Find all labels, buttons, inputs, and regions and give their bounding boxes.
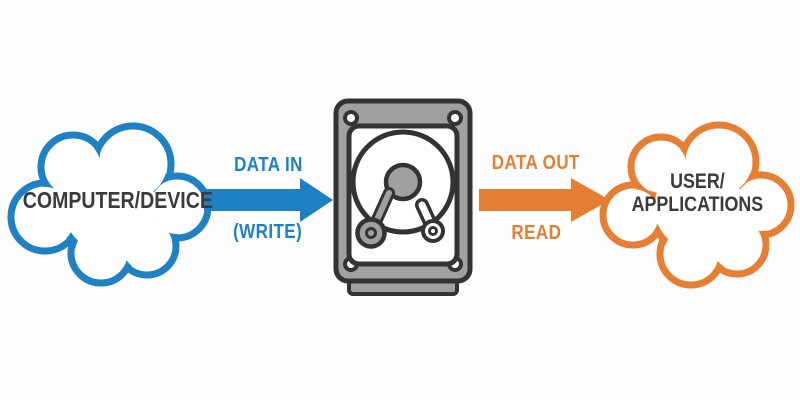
data-out-label-text: DATA OUT <box>491 151 581 174</box>
hdd-actuator-left <box>355 187 395 249</box>
user-label-line2: APPLICATIONS <box>631 193 763 216</box>
user-applications-cloud-icon <box>599 121 795 289</box>
hdd-actuator-right <box>415 198 445 243</box>
user-applications-label-text: USER/ APPLICATIONS <box>631 170 763 216</box>
user-label-line1: USER/ <box>669 170 725 193</box>
write-label: (WRITE) <box>218 221 318 243</box>
hdd-spindle <box>383 162 423 202</box>
write-arrow-icon <box>204 178 333 222</box>
read-arrow-icon <box>479 178 610 222</box>
write-label-text: (WRITE) <box>233 220 303 243</box>
data-out-label: DATA OUT <box>486 152 586 174</box>
user-applications-label: USER/ APPLICATIONS <box>622 168 772 218</box>
read-label: READ <box>500 222 572 244</box>
hard-drive-icon <box>333 98 473 296</box>
computer-device-label: COMPUTER/DEVICE <box>22 186 213 214</box>
data-in-label-text: DATA IN <box>233 153 303 176</box>
data-in-label: DATA IN <box>222 154 314 176</box>
read-label-text: READ <box>511 221 561 244</box>
computer-device-label-text: COMPUTER/DEVICE <box>22 186 213 213</box>
